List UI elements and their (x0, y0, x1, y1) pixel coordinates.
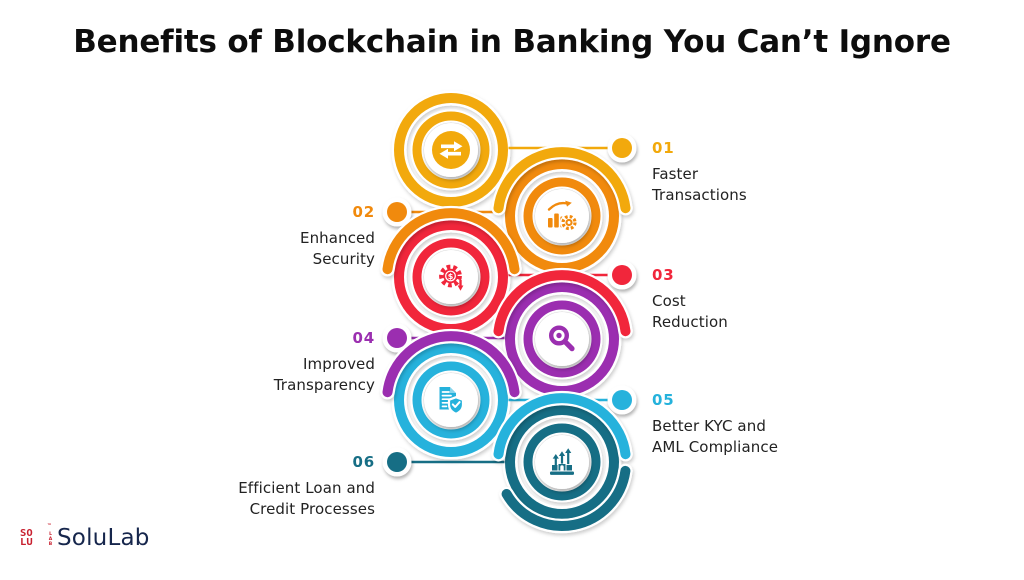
item-1-number: 01 (652, 139, 675, 157)
bank-growth-arrows-icon (550, 448, 574, 475)
icon-circle-4 (535, 312, 589, 366)
connector-dot-2 (382, 197, 412, 227)
item-3-number: 03 (652, 266, 675, 284)
svg-text:$: $ (448, 272, 454, 281)
gear-dollar-icon: $ (439, 264, 464, 291)
item-6-number: 06 (352, 453, 375, 471)
spiral-rings-6 (502, 402, 622, 522)
spiral-rings-1 (391, 90, 511, 210)
item-2-number: 02 (352, 203, 375, 221)
brand-name: SoluLab (57, 525, 150, 551)
page-title: Benefits of Blockchain in Banking You Ca… (73, 24, 951, 60)
connector-dot-3 (607, 260, 637, 290)
connector-dot-5 (607, 385, 637, 415)
item-4-number: 04 (352, 329, 375, 347)
connector-dot-4 (382, 323, 412, 353)
spiral-tail-5 (491, 390, 633, 462)
connector-dot-1 (607, 133, 637, 163)
item-5-number: 05 (652, 391, 675, 409)
icon-circle-2 (535, 189, 589, 243)
spiral-rings-5 (391, 340, 511, 460)
connector-dot-6 (382, 447, 412, 477)
magnifier-search-icon (548, 325, 575, 352)
spiral-tail-1 (491, 144, 633, 216)
exchange-arrows-icon (432, 131, 470, 169)
spiral-tail-2 (380, 205, 522, 277)
spiral-rings-2 (502, 156, 622, 276)
spiral-tail-4 (380, 328, 522, 400)
solulab-logo-icon: SO LU LAB ™ (20, 523, 53, 548)
document-shield-check-icon (439, 387, 465, 415)
spiral-tail-6 (499, 463, 633, 534)
brand-logo: SO LU LAB ™ SoluLab (20, 524, 150, 552)
growth-chart-gear-icon (547, 200, 578, 232)
spiral-tail-3 (491, 267, 633, 339)
